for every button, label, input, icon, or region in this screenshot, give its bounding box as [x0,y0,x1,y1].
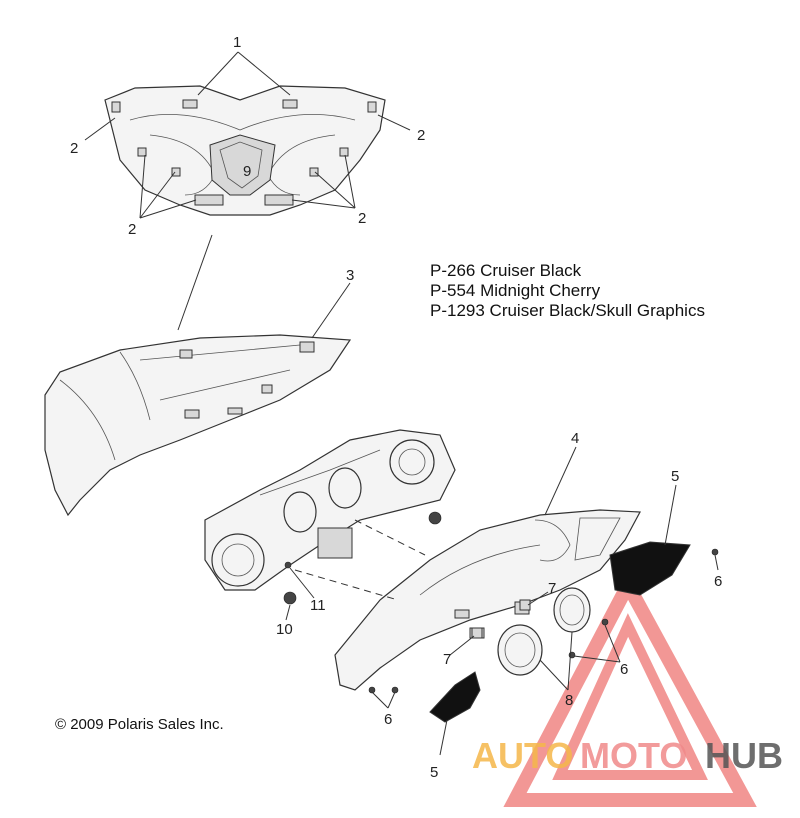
part-11-instrument-housing [204,429,456,591]
callout-2-right: 2 [417,127,425,144]
part-1-fairing-cover [104,85,386,216]
callout-9: 9 [243,163,251,180]
callout-6-bottom: 6 [384,711,392,728]
callout-8: 8 [565,692,573,709]
assembly-line-upper [354,519,426,556]
callout-3: 3 [346,267,354,284]
screw-6-bottom-a [368,686,376,694]
watermark-triangle-outer [503,570,757,807]
watermark-text-moto: MOTO [580,735,687,776]
callout-2-bottom-left: 2 [128,221,136,238]
part-3-outer-fairing [44,334,352,517]
watermark-text-hub: HUB [705,735,783,776]
callout-2-bottom-right: 2 [358,210,366,227]
callout-2-left: 2 [70,140,78,157]
callout-7-left: 7 [443,651,451,668]
callout-5-upper: 5 [671,468,679,485]
callout-10: 10 [276,621,293,638]
clip-7-left [471,627,483,639]
part-10-grommet-right [428,511,442,525]
copyright-notice: © 2009 Polaris Sales Inc. [55,716,224,733]
part-8-gauge-rings [497,587,591,676]
watermark-text: AUTO MOTO HUB [472,735,783,776]
paint-code-line-3: P-1293 Cruiser Black/Skull Graphics [430,301,705,320]
paint-code-line-2: P-554 Midnight Cherry [430,281,601,300]
part-10-grommet-left [283,591,297,605]
watermark-triangle-inner [552,613,708,780]
watermark-text-auto: AUTO [472,735,573,776]
callout-4: 4 [571,430,579,447]
paint-code-line-1: P-266 Cruiser Black [430,261,582,280]
callout-11: 11 [310,597,326,614]
screw-6-mid-a [601,618,609,626]
part-5-lens-lower [429,671,481,723]
callout-5-lower: 5 [430,764,438,781]
screw-6-right [711,548,719,556]
callout-6-right: 6 [714,573,722,590]
callout-7-right: 7 [548,580,556,597]
watermark-logo [503,570,757,807]
part-5-lens-upper [609,541,691,596]
callout-1: 1 [233,34,241,51]
leader-lines [84,51,719,756]
callout-6-middle: 6 [620,661,628,678]
assembly-line-lower [294,569,399,601]
clip-7-right [519,599,531,611]
screw-11 [284,561,292,569]
